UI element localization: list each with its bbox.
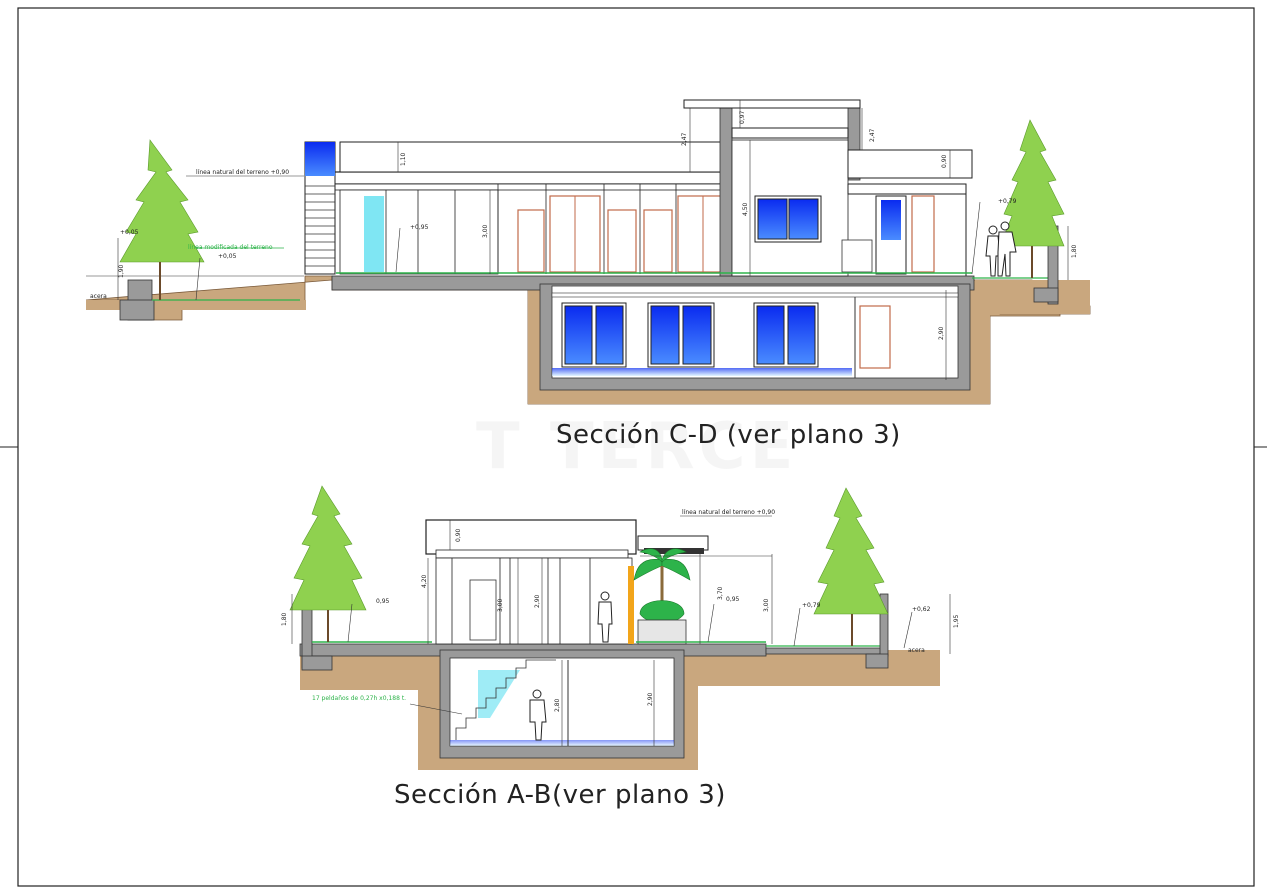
section-ab	[289, 485, 951, 770]
section-cd	[85, 99, 1091, 405]
cd-people	[985, 221, 1017, 277]
ab-label-terrain-natural: línea natural del terreno +0,90	[682, 509, 775, 516]
cd-upper-roof	[683, 99, 861, 109]
ab-slab-right	[765, 647, 887, 655]
cd-label-dim-300: 3,00	[482, 224, 489, 238]
cd-label-acera: acera	[90, 293, 107, 300]
section-ab-title: Sección A-B(ver plano 3)	[394, 780, 726, 810]
ab-label-dim-300b: 3,00	[763, 598, 770, 612]
cd-glazing-blue	[364, 196, 384, 272]
cd-upper-window	[754, 195, 822, 243]
cd-label-dim-450: 4,50	[742, 202, 749, 216]
ab-label-dim-420: 4,20	[421, 574, 428, 588]
ab-roof	[425, 519, 637, 555]
cd-upper-cabinet	[841, 239, 873, 273]
ab-room	[435, 557, 633, 645]
cd-parapet-left	[339, 141, 723, 173]
ab-wall-right-footing	[865, 653, 889, 669]
ab-stair-glass	[478, 670, 520, 718]
ab-label-dim-195: 1,95	[953, 614, 960, 628]
ab-dims	[291, 520, 951, 746]
cd-label-dim-190: 1,90	[118, 264, 125, 278]
cd-label-dim-110: 1,10	[400, 152, 407, 166]
cd-roof-left	[331, 171, 731, 185]
ab-tree-left	[289, 485, 367, 642]
cd-tree-right	[999, 119, 1065, 278]
section-cd-title: Sección C-D (ver plano 3)	[556, 420, 901, 450]
ab-stairs	[455, 659, 556, 740]
cd-basement-pool	[552, 368, 852, 376]
ab-label-dim-090: 0,90	[455, 528, 462, 542]
cd-right-door-glass	[881, 200, 901, 240]
ab-ceiling	[435, 549, 629, 559]
cd-dims	[117, 100, 1069, 380]
cd-right-cabinet	[911, 195, 935, 273]
cd-label-dim-180: 1,80	[1071, 244, 1078, 258]
cd-door-2	[607, 209, 637, 273]
ab-person-upper	[597, 591, 613, 643]
ab-mullions	[451, 558, 591, 644]
cd-label-terrain-modified: línea modificada del terreno	[188, 244, 273, 251]
cd-right-eave	[847, 183, 967, 195]
cd-ground-right	[975, 280, 1090, 314]
ab-label-dim-370: 3,70	[717, 586, 724, 600]
cd-upper-wall-l	[719, 99, 733, 277]
cd-wall-left-footing	[119, 299, 155, 321]
cd-tree-left	[119, 139, 205, 300]
cd-ceiling-strip	[331, 183, 733, 191]
cd-label-dim-247a: 2,47	[681, 132, 688, 146]
cd-tower-glass	[305, 142, 335, 176]
watermark: T TERCE	[476, 410, 797, 484]
cd-basement-window-3	[753, 302, 819, 368]
cd-glazing-wall	[339, 189, 499, 275]
cd-basement-door	[859, 305, 891, 369]
ab-label-stairs-note: 17 peldaños de 0,27h x0,188 t.	[312, 695, 406, 702]
cd-label-dim-097: 0,97	[739, 110, 746, 124]
ab-kitchen-units	[469, 579, 497, 641]
ab-label-lvl-062: +0,62	[912, 606, 931, 613]
cd-label-dim-090: 0,90	[941, 154, 948, 168]
cd-label-lvl-079: +0,79	[998, 198, 1017, 205]
cd-basement-window-2	[647, 302, 715, 368]
cd-door-1	[517, 209, 545, 273]
cd-basement-strip	[551, 292, 959, 298]
ab-label-lvl-095a: 0,95	[376, 598, 390, 605]
ab-pergola	[637, 535, 709, 551]
ab-label-lvl-095b: 0,95	[726, 596, 740, 603]
cd-label-dim-247b: 2,47	[869, 128, 876, 142]
cd-basement-window-1	[561, 302, 627, 368]
ab-label-dim-300a: 3,00	[497, 598, 504, 612]
cd-label-lvl-005a: +0,05	[120, 229, 139, 236]
cd-mullions	[385, 184, 731, 274]
ab-wall-left-footing	[301, 655, 333, 671]
ab-person-lower	[529, 689, 547, 741]
ab-palm	[633, 548, 691, 624]
cd-ground-main	[86, 300, 306, 310]
cd-door-3	[643, 209, 673, 273]
ab-labels: línea natural del terreno +0,90 17 pelda…	[281, 509, 960, 712]
ab-planter	[637, 619, 687, 645]
ab-label-acera: acera	[908, 647, 925, 654]
cd-label-dim-290: 2,90	[938, 326, 945, 340]
ab-label-dim-180: 1,80	[281, 612, 288, 626]
cd-label-lvl-005b: +0,05	[218, 253, 237, 260]
ab-label-dim-280: 2,80	[554, 698, 561, 712]
cd-stair-lines	[305, 185, 335, 267]
cd-labels: línea natural del terreno +0,90 línea mo…	[90, 110, 1078, 340]
ab-tree-right	[813, 487, 889, 646]
cd-label-lvl-095: +0,95	[410, 224, 429, 231]
ab-label-dim-290b: 2,90	[647, 692, 654, 706]
cd-right-roof	[847, 149, 973, 179]
cd-label-terrain-natural: línea natural del terreno +0,90	[196, 169, 289, 176]
ab-column	[628, 566, 634, 644]
cd-wall-right-footing	[1033, 287, 1059, 303]
ab-label-dim-290a: 2,90	[534, 594, 541, 608]
cd-upper-beam	[731, 127, 849, 139]
ab-label-lvl-079: +0,79	[802, 602, 821, 609]
